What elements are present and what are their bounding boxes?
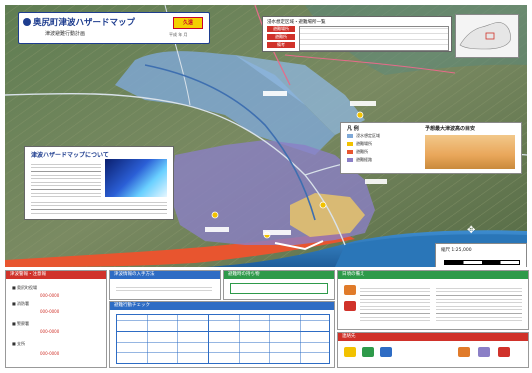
- evacuation-site-marker[interactable]: [356, 111, 364, 119]
- house-icon: [344, 285, 356, 295]
- family-icon: [458, 347, 470, 357]
- panel-warnings: 津波警報・注意報 ■ 奥尻町役場 000-0000 ■ 消防署 000-0000…: [5, 270, 107, 368]
- panel-info-sources: 津波情報の入手方法: [109, 270, 221, 300]
- info-row-label: 備考: [267, 42, 295, 48]
- phone-icon: [344, 347, 356, 357]
- town-emblem-icon: [23, 18, 31, 26]
- panel-header: 避難行動チェック: [110, 302, 334, 310]
- legend-box: 凡 例 予想最大津波高の目安 浸水想定区域 避難場所 避難所 避難経路: [340, 122, 522, 174]
- legend-swatch-blue: [347, 134, 353, 138]
- legend-item: 避難所: [356, 149, 368, 154]
- evacuation-info-heading: 浸水想定区域・避難場所一覧: [267, 20, 326, 25]
- legend-swatch-yellow: [347, 142, 353, 146]
- evacuation-checklist-table: [116, 314, 330, 364]
- panel-header: 日頃の備え: [338, 271, 528, 279]
- legend-item: 浸水想定区域: [356, 133, 380, 138]
- about-text-lower: [31, 199, 167, 215]
- area-badge: 久遠: [173, 17, 203, 29]
- evacuation-site-marker[interactable]: [319, 201, 327, 209]
- tsunami-height-diagram: [425, 135, 515, 169]
- legend-swatch-red: [347, 150, 353, 154]
- phone-number: 000-0000: [40, 329, 60, 334]
- panel-preparation: 日頃の備え: [337, 270, 529, 330]
- map-subtitle: 津波避難行動計画: [45, 31, 86, 37]
- legend-item: 避難場所: [356, 141, 372, 146]
- evacuation-site-marker[interactable]: [211, 211, 219, 219]
- phone-number: 000-0000: [40, 351, 60, 356]
- scale-bar: [444, 260, 520, 265]
- panel-belongings: 避難時の持ち物: [223, 270, 335, 300]
- flood-zone-blue: [115, 51, 335, 155]
- phone-number: 000-0000: [40, 309, 60, 314]
- legend-swatch-purple: [347, 158, 353, 162]
- evacuation-info-box: 浸水想定区域・避難場所一覧 避難場所 避難所 備考: [262, 16, 452, 52]
- coastal-inundation-zone: [5, 231, 355, 267]
- panel-header: 避難時の持ち物: [224, 271, 334, 279]
- flood-zone-yellow: [290, 193, 365, 237]
- legend-title: 凡 例: [347, 126, 359, 132]
- scale-box: 縮尺 1:25,000: [435, 243, 527, 267]
- car-icon: [380, 347, 392, 357]
- bottom-info-section: 津波警報・注意報 ■ 奥尻町役場 000-0000 ■ 消防署 000-0000…: [5, 270, 529, 368]
- location-inset-map: [455, 14, 519, 58]
- tsunami-height-title: 予想最大津波高の目安: [425, 126, 476, 132]
- first-aid-icon: [498, 347, 510, 357]
- panel-header: 連絡先: [338, 333, 528, 341]
- panel-header: 津波情報の入手方法: [110, 271, 220, 279]
- map-title: 奥尻町津波ハザードマップ: [33, 18, 136, 28]
- phone-number: 000-0000: [40, 293, 60, 298]
- map-title-box: 奥尻町津波ハザードマップ 久遠 津波避難行動計画 平成 年 月: [18, 12, 210, 44]
- river: [144, 64, 316, 221]
- panel-header: 津波警報・注意報: [6, 271, 106, 279]
- evacuation-info-table: [299, 26, 449, 51]
- bag-icon: [478, 347, 490, 357]
- panel-contacts: 連絡先: [337, 332, 529, 368]
- panel-evacuation-table: 避難行動チェック: [109, 301, 335, 368]
- scale-label: 縮尺 1:25,000: [441, 248, 472, 253]
- person-icon: [362, 347, 374, 357]
- legend-item: 避難経路: [356, 157, 372, 162]
- info-row-label: 避難場所: [267, 26, 295, 32]
- info-row-label: 避難所: [267, 34, 295, 40]
- north-arrow-icon: ✥: [467, 225, 476, 236]
- about-title: 津波ハザードマップについて: [31, 152, 109, 159]
- tsunami-simulation-image: [105, 159, 167, 197]
- alert-icon: [344, 301, 356, 311]
- about-hazard-map-box: 津波ハザードマップについて: [24, 146, 174, 220]
- map-edition: 平成 年 月: [169, 32, 188, 37]
